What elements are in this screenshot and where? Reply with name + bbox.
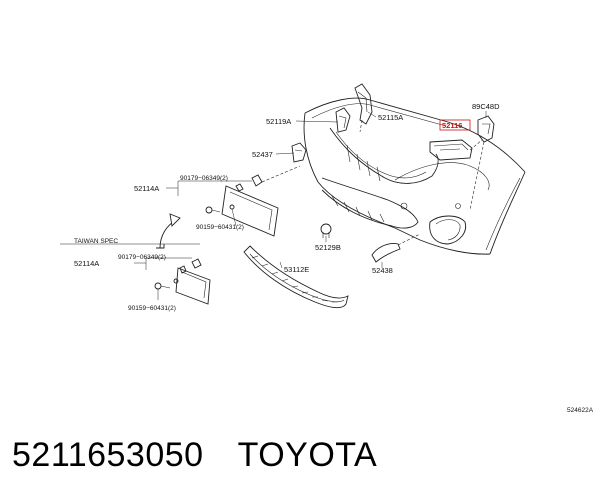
figure-code: 524622A bbox=[567, 407, 594, 414]
clip-52129B bbox=[320, 223, 332, 238]
license-bracket-taiwan bbox=[154, 258, 211, 305]
label-52114A-upper: 52114A bbox=[134, 184, 159, 193]
label-52437: 52437 bbox=[252, 150, 273, 159]
parts-diagram: 52115A 89C48D 52119A 52116 52437 90179−0… bbox=[60, 83, 594, 414]
label-90179-taiwan: 90179−06349(2) bbox=[118, 254, 166, 261]
highlight-box bbox=[439, 119, 471, 131]
label-52114A-taiwan: 52114A bbox=[74, 259, 99, 268]
label-taiwan-spec: TAIWAN SPEC bbox=[74, 238, 118, 245]
label-89C48D: 89C48D bbox=[472, 102, 500, 111]
label-52438: 52438 bbox=[372, 266, 393, 275]
brand-name: TOYOTA bbox=[237, 435, 378, 474]
label-52115A: 52115A bbox=[378, 113, 403, 122]
label-52119A: 52119A bbox=[266, 117, 291, 126]
leader-lines bbox=[60, 111, 487, 300]
footer-caption: 5211653050 TOYOTA bbox=[12, 432, 377, 478]
grille-53112E bbox=[243, 245, 349, 309]
bumper-cover bbox=[303, 97, 526, 255]
cover-52437 bbox=[291, 142, 307, 163]
bracket-89C48D bbox=[469, 115, 495, 211]
curved-arrow-icon bbox=[156, 213, 181, 249]
label-90159-taiwan: 90159−60431(2) bbox=[128, 305, 176, 312]
label-53112E: 53112E bbox=[284, 265, 309, 274]
label-90159-upper: 90159−60431(2) bbox=[196, 224, 244, 231]
bracket-52115A bbox=[354, 83, 373, 133]
retainer-52116 bbox=[429, 139, 483, 161]
part-number: 5211653050 bbox=[12, 435, 204, 474]
label-90179-upper: 90179−06349(2) bbox=[180, 175, 228, 182]
cover-52438 bbox=[371, 233, 421, 263]
part-52119A bbox=[335, 107, 351, 133]
label-52116-highlighted: 52116 bbox=[442, 121, 462, 130]
label-52129B: 52129B bbox=[315, 243, 341, 252]
